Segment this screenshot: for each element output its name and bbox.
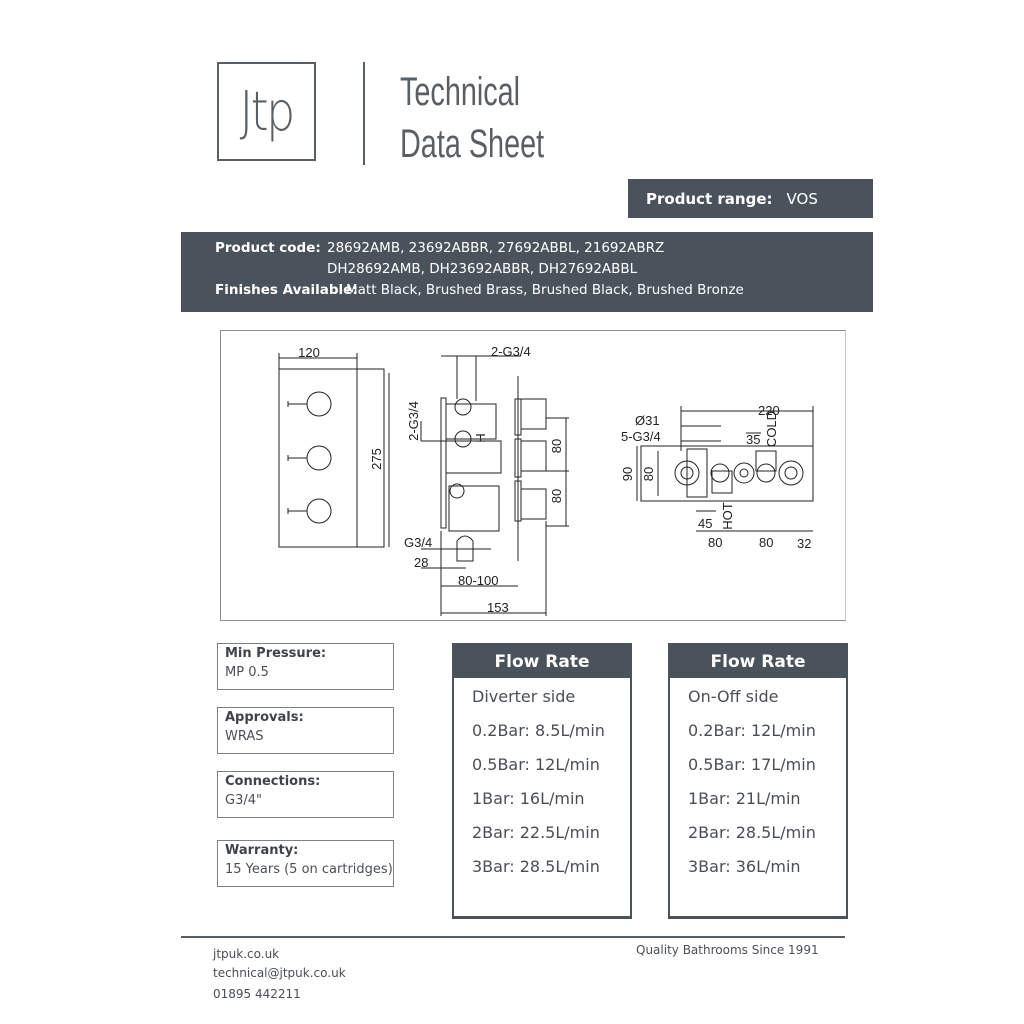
dim-rear-spacing-2: 80 (759, 535, 773, 550)
dim-rear-width: 220 (758, 403, 780, 418)
product-range-value: VOS (786, 189, 818, 208)
dim-rear-diameter: Ø31 (635, 413, 660, 428)
finishes-value: Matt Black, Brushed Brass, Brushed Black… (346, 282, 744, 298)
footer-divider (181, 936, 845, 938)
dim-rear-hot: HOT (720, 502, 735, 530)
product-range-label: Product range: (646, 189, 773, 208)
flow-rate-item: 2Bar: 28.5L/min (688, 823, 816, 842)
spec-label: Warranty: (225, 843, 299, 858)
spec-label: Approvals: (225, 710, 304, 725)
jtp-logo: Jtp (217, 62, 316, 161)
logo-text: Jtp (239, 80, 296, 143)
dim-side-28: 28 (414, 555, 428, 570)
spec-label: Min Pressure: (225, 646, 327, 661)
dim-side-top-conn: 2-G3/4 (491, 344, 531, 359)
spec-approvals: Approvals: WRAS (217, 707, 394, 754)
spec-value: G3/4" (225, 793, 262, 808)
dim-side-spacing-1: 80 (549, 439, 564, 453)
spec-value: MP 0.5 (225, 665, 269, 680)
dim-rear-connections: 5-G3/4 (621, 429, 661, 444)
side-view (420, 355, 569, 616)
footer-website-link[interactable]: jtpuk.co.uk (213, 947, 280, 961)
flow-rate-title: Flow Rate (670, 645, 846, 678)
dim-side-bottom-conn: G3/4 (404, 535, 432, 550)
flow-rate-title: Flow Rate (454, 645, 630, 678)
dimension-drawing: 120 275 2-G3/4 2-G3/4 H 80 80 G3/4 28 80… (278, 344, 814, 616)
flow-rate-item: 3Bar: 36L/min (688, 857, 801, 876)
dim-side-spacing-2: 80 (549, 489, 564, 503)
spec-min-pressure: Min Pressure: MP 0.5 (217, 643, 394, 690)
spec-value: WRAS (225, 729, 264, 744)
dim-front-width: 120 (298, 345, 320, 360)
technical-drawing: 120 275 2-G3/4 2-G3/4 H 80 80 G3/4 28 80… (220, 330, 846, 621)
dim-side-left-conn: 2-G3/4 (406, 401, 421, 441)
front-view (278, 353, 390, 548)
dim-side-depth-total: 153 (487, 600, 509, 615)
footer-tagline: Quality Bathrooms Since 1991 (636, 943, 819, 957)
dim-side-h: H (473, 433, 488, 442)
dim-side-depth-range: 80-100 (458, 573, 498, 588)
dim-rear-45: 45 (698, 516, 712, 531)
dim-rear-cold: COLD (764, 411, 779, 447)
document-title: Technical Data Sheet (400, 66, 544, 170)
dim-front-height: 275 (369, 448, 384, 470)
flow-rate-item: 0.2Bar: 12L/min (688, 721, 816, 740)
spec-connections: Connections: G3/4" (217, 771, 394, 818)
product-code-label: Product code: (215, 240, 321, 256)
dim-rear-80: 80 (641, 467, 656, 481)
header-divider (363, 62, 365, 165)
flow-rate-item: 1Bar: 16L/min (472, 789, 585, 808)
product-codes-line-2: DH28692AMB, DH23692ABBR, DH27692ABBL (327, 261, 638, 277)
flow-rate-item: 1Bar: 21L/min (688, 789, 801, 808)
dim-rear-spacing-3: 32 (797, 536, 811, 551)
title-line-2: Data Sheet (400, 122, 545, 166)
product-range-banner: Product range: VOS (628, 179, 873, 218)
finishes-label: Finishes Available: (215, 282, 358, 298)
flow-rate-item: 0.5Bar: 12L/min (472, 755, 600, 774)
flow-side-label: Diverter side (472, 687, 576, 706)
spec-label: Connections: (225, 774, 321, 789)
dim-rear-90: 90 (620, 467, 635, 481)
dim-rear-35: 35 (746, 432, 760, 447)
dim-rear-spacing-1: 80 (708, 535, 722, 550)
footer-phone: 01895 442211 (213, 987, 301, 1001)
flow-rate-item: 0.2Bar: 8.5L/min (472, 721, 605, 740)
flow-rate-on-off: Flow Rate On-Off side 0.2Bar: 12L/min 0.… (668, 643, 848, 919)
footer-email-link[interactable]: technical@jtpuk.co.uk (213, 966, 346, 980)
rear-view (636, 406, 814, 532)
flow-rate-item: 2Bar: 22.5L/min (472, 823, 600, 842)
flow-rate-item: 0.5Bar: 17L/min (688, 755, 816, 774)
title-line-1: Technical (400, 70, 521, 114)
spec-value: 15 Years (5 on cartridges) (225, 862, 393, 877)
flow-rate-item: 3Bar: 28.5L/min (472, 857, 600, 876)
flow-rate-diverter: Flow Rate Diverter side 0.2Bar: 8.5L/min… (452, 643, 632, 919)
spec-warranty: Warranty: 15 Years (5 on cartridges) (217, 840, 394, 887)
flow-side-label: On-Off side (688, 687, 779, 706)
product-codes-line-1: 28692AMB, 23692ABBR, 27692ABBL, 21692ABR… (327, 240, 665, 256)
product-info-band: Product code: 28692AMB, 23692ABBR, 27692… (181, 232, 873, 312)
